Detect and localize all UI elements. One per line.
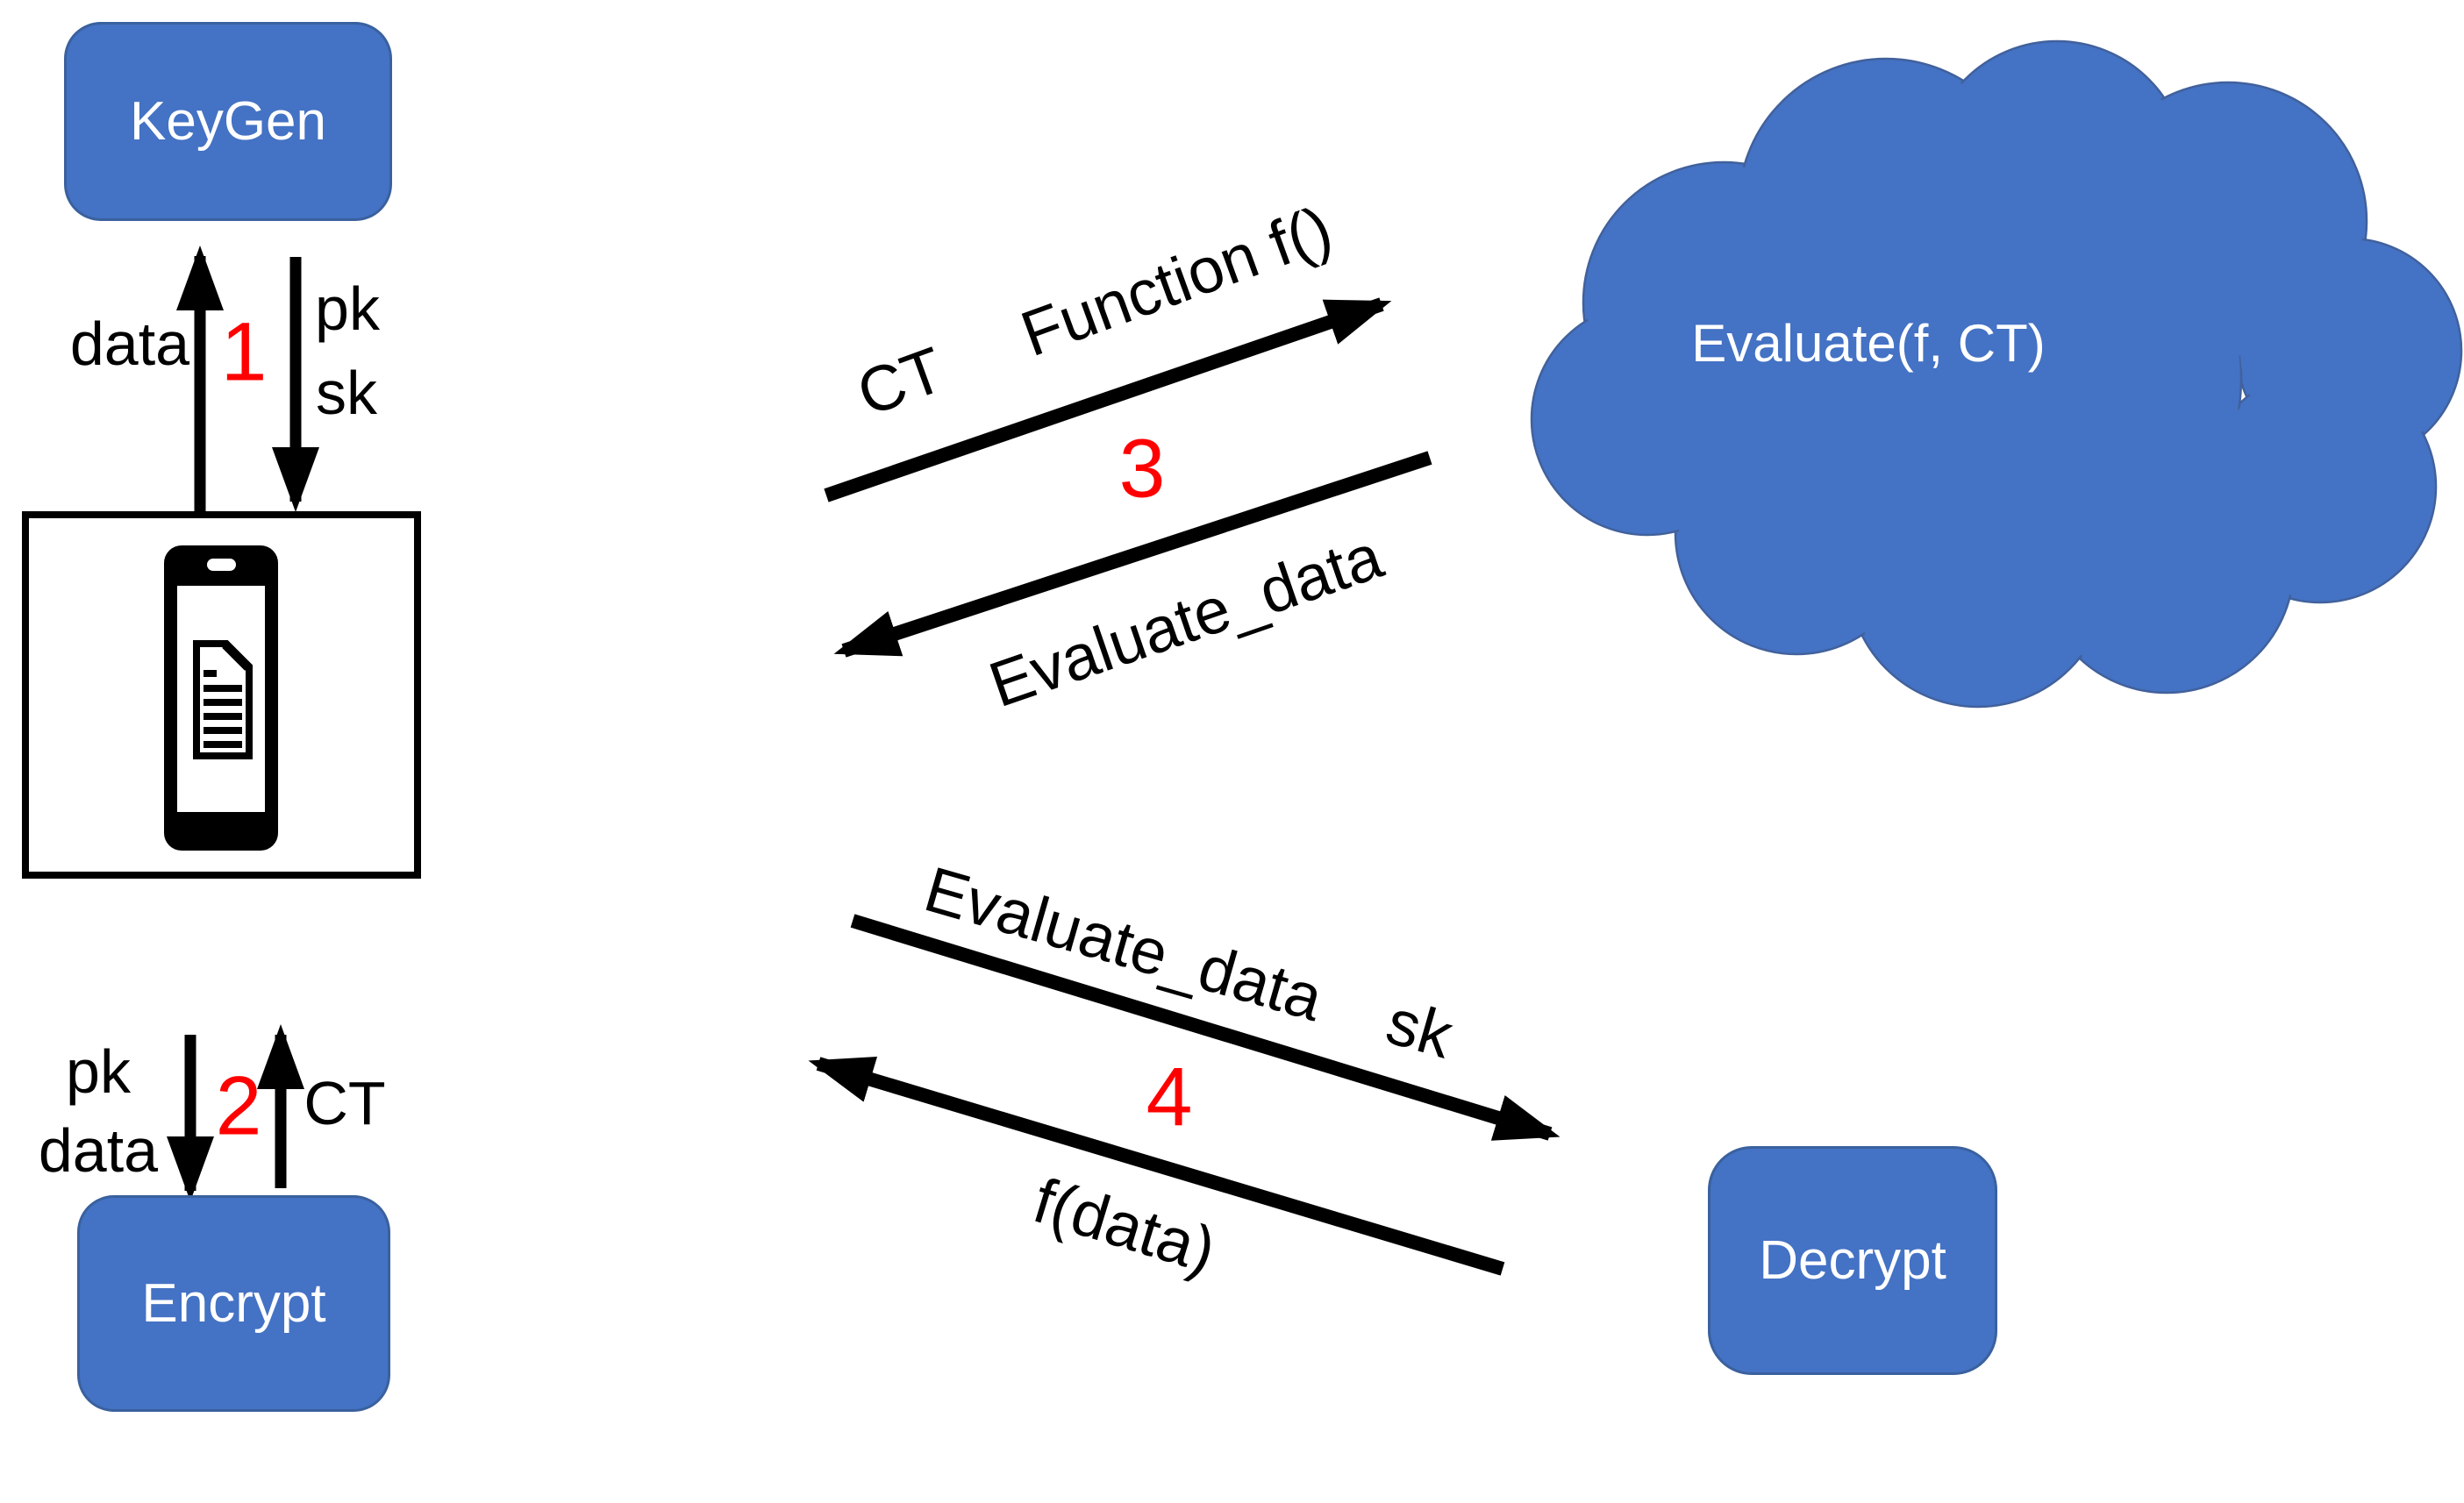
keygen-label: KeyGen (129, 91, 327, 152)
label-ct-bottom: CT (304, 1069, 386, 1137)
encrypt-label: Encrypt (141, 1273, 326, 1334)
arrow-f-data-from-decrypt (808, 1056, 1505, 1276)
label-data-bottom: data (38, 1116, 159, 1185)
arrow-evaluate-data-sk-to-decrypt (850, 914, 1561, 1141)
arrow-ct-function-to-cloud (824, 297, 1392, 502)
step-2-number: 2 (215, 1059, 262, 1153)
step-4-number: 4 (1146, 1051, 1193, 1144)
label-pk-top: pk (315, 274, 380, 343)
label-pk-bottom: pk (66, 1037, 131, 1106)
label-sk-top: sk (316, 359, 377, 427)
arrow-evaluate-data-from-cloud (833, 451, 1432, 658)
encrypt-box: Encrypt (77, 1195, 390, 1412)
decrypt-label: Decrypt (1759, 1230, 1946, 1291)
step-1-number: 1 (220, 305, 268, 399)
step-3-number: 3 (1118, 422, 1166, 516)
smartphone-icon (164, 545, 278, 851)
client-device-frame (22, 511, 421, 879)
document-icon (193, 640, 253, 759)
keygen-box: KeyGen (64, 22, 392, 221)
label-data-top: data (69, 310, 190, 378)
cloud-shape-inner-fill (1535, 45, 2458, 703)
decrypt-box: Decrypt (1708, 1146, 1997, 1375)
cloud-evaluate-label: Evaluate(f, CT) (1691, 314, 2046, 373)
